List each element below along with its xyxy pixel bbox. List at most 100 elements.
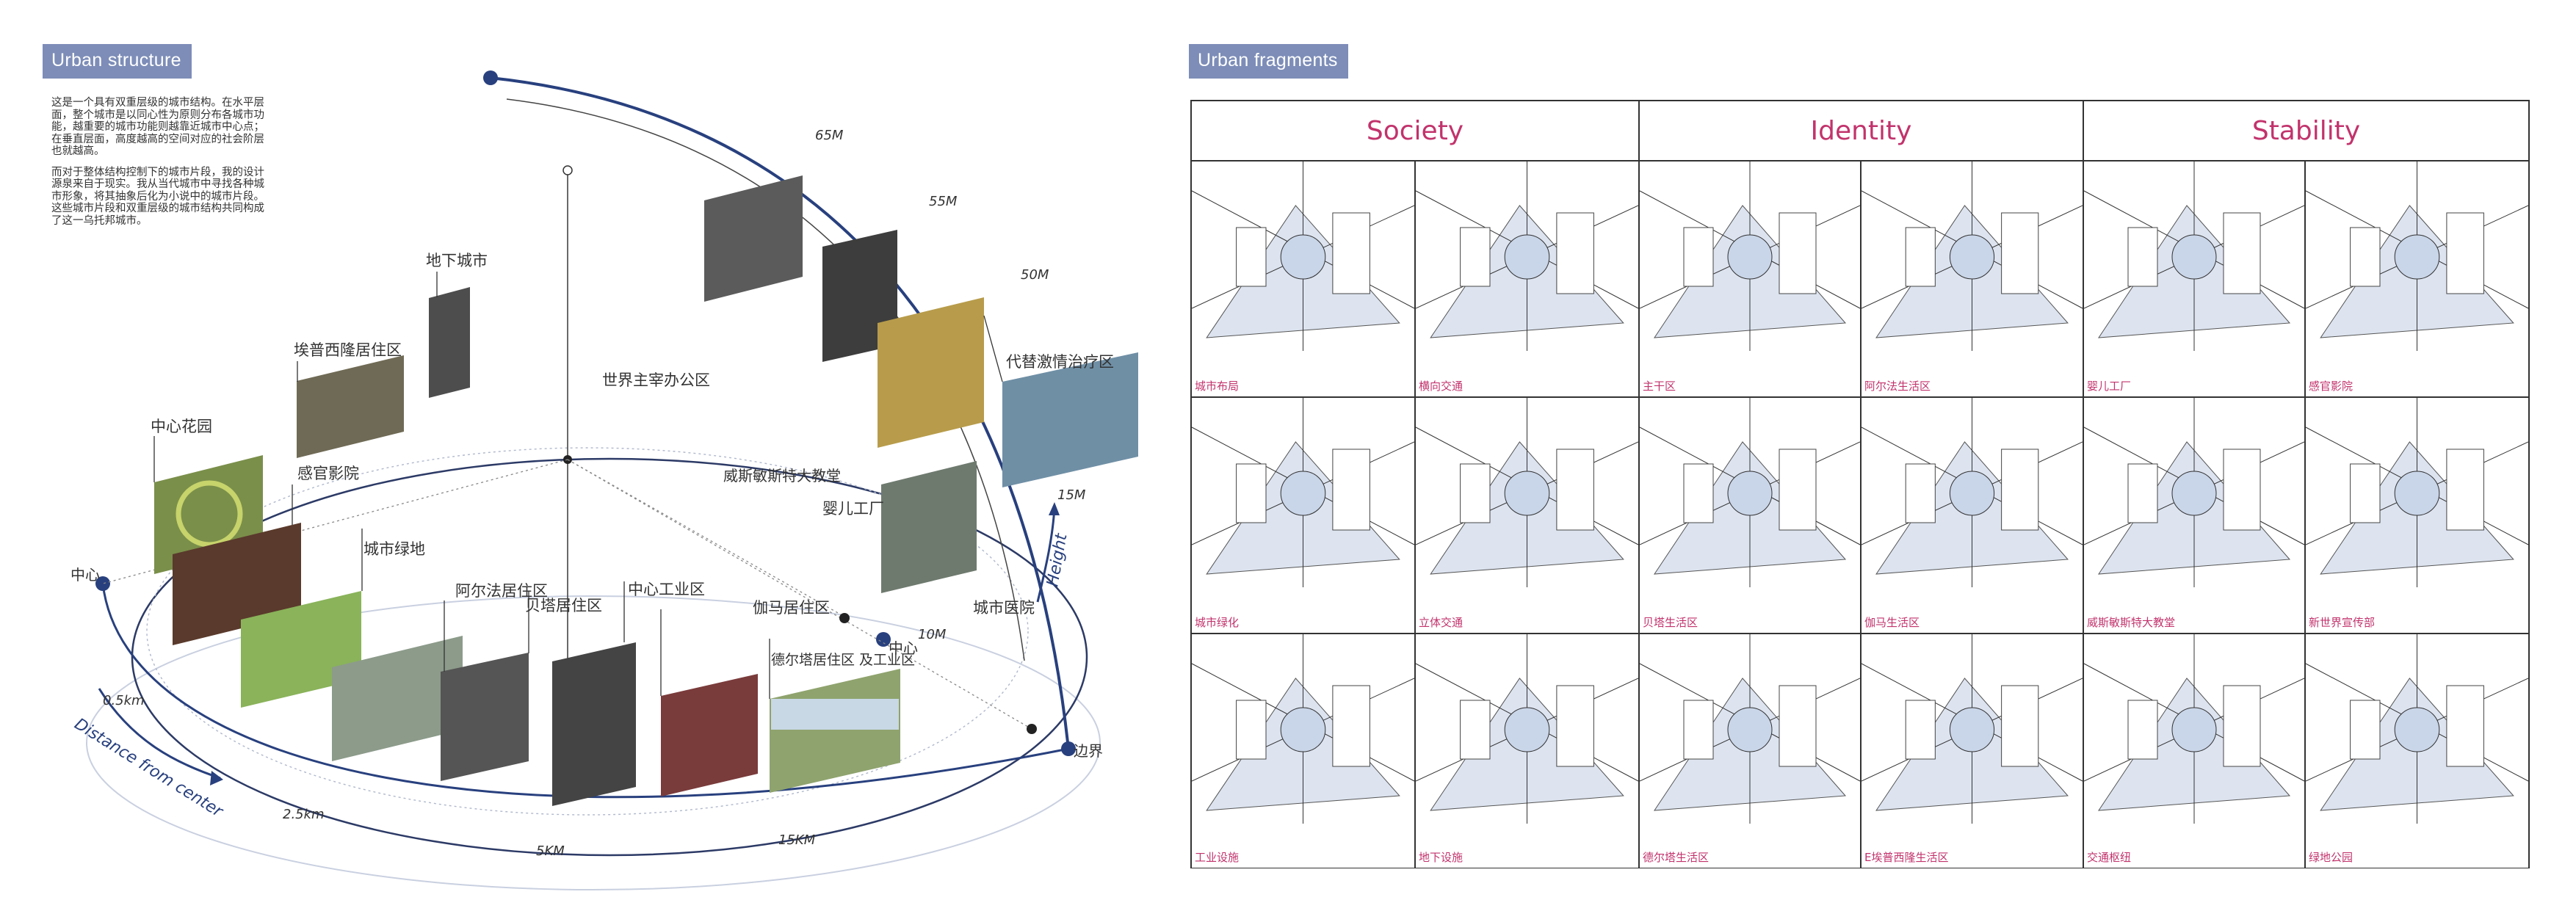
urban-fragments-tag: Urban fragments bbox=[1189, 44, 1348, 79]
fragment-cell: 城市布局 bbox=[1192, 160, 1416, 396]
label-underground-city: 地下城市 bbox=[426, 252, 488, 269]
center-label-2: 中心 bbox=[889, 639, 918, 657]
fragment-cell: 交通枢纽 bbox=[2084, 633, 2306, 868]
mid-node bbox=[839, 613, 850, 623]
fragment-sketch bbox=[1640, 634, 1860, 824]
ground-ring-outer bbox=[131, 457, 1088, 857]
fragment-caption: 地下设施 bbox=[1419, 851, 1464, 864]
column-header-stability: Stability bbox=[2251, 115, 2361, 146]
photo-alpha bbox=[332, 636, 463, 761]
photo-panels bbox=[154, 175, 1138, 806]
fragment-caption: 伽马生活区 bbox=[1864, 616, 1920, 629]
fragments-grid: Society Identity Stability 城市布局 横向交通 主干区 bbox=[1190, 100, 2530, 868]
fragment-caption: 横向交通 bbox=[1419, 380, 1464, 393]
fragment-sketch bbox=[1640, 398, 1860, 587]
fragment-caption: 交通枢纽 bbox=[2087, 851, 2132, 864]
fragment-sketch bbox=[1862, 634, 2083, 824]
photo-delta-sky bbox=[771, 699, 899, 730]
intro-paragraph-2: 而对于整体结构控制下的城市片段，我的设计源泉来自于现实。我从当代城市中寻找各种城… bbox=[51, 166, 264, 227]
fragment-caption: 主干区 bbox=[1643, 380, 1676, 393]
fragment-cell: 伽马生活区 bbox=[1862, 396, 2084, 633]
label-gamma: 伽马居住区 bbox=[753, 599, 830, 617]
label-central-industry: 中心工业区 bbox=[628, 581, 705, 598]
fragment-cell: 感官影院 bbox=[2306, 160, 2528, 396]
outer-ring bbox=[86, 595, 1101, 890]
label-infant-factory: 婴儿工厂 bbox=[822, 500, 884, 518]
urban-structure-tag: Urban structure bbox=[43, 44, 192, 79]
fragment-cell: 威斯敏斯特大教堂 bbox=[2084, 396, 2306, 633]
fragment-sketch bbox=[2084, 161, 2304, 351]
fragment-caption: E埃普西隆生活区 bbox=[1864, 851, 1949, 864]
fragment-sketch bbox=[1640, 161, 1860, 351]
fragment-cell: 城市绿化 bbox=[1192, 396, 1416, 633]
fragment-cell: 贝塔生活区 bbox=[1640, 396, 1862, 633]
photo-infant-factory bbox=[881, 461, 977, 593]
boundary-label: 边界 bbox=[1074, 742, 1103, 760]
center-label: 中心 bbox=[70, 566, 100, 584]
photo-urban-green bbox=[241, 591, 361, 708]
scale-2-5km: 2.5km bbox=[283, 807, 325, 822]
fragment-caption: 城市布局 bbox=[1195, 380, 1240, 393]
label-sensory-cinema: 感官影院 bbox=[297, 465, 359, 482]
fragment-sketch bbox=[1192, 161, 1414, 351]
label-delta: 德尔塔居住区 及工业区 bbox=[771, 652, 915, 668]
center-node-2 bbox=[876, 632, 891, 647]
column-header-identity: Identity bbox=[1640, 101, 2084, 160]
scale-50m: 50M bbox=[1021, 267, 1049, 283]
dotted-axis-2 bbox=[567, 459, 1032, 730]
fragment-cell: 德尔塔生活区 bbox=[1640, 633, 1862, 868]
fragment-sketch bbox=[1416, 634, 1638, 824]
scale-15km: 15KM bbox=[778, 832, 816, 848]
photo-garden-ring bbox=[176, 480, 243, 548]
fragment-caption: 感官影院 bbox=[2309, 380, 2354, 393]
height-label: Height bbox=[1043, 531, 1071, 588]
height-arrow bbox=[1036, 506, 1056, 603]
scale-5km: 5KM bbox=[536, 843, 565, 859]
fragment-sketch bbox=[2084, 398, 2304, 587]
scale-10m: 10M bbox=[918, 627, 947, 642]
ground-ring-inner bbox=[146, 447, 1029, 816]
fragment-caption: 婴儿工厂 bbox=[2087, 380, 2132, 393]
fragment-caption: 贝塔生活区 bbox=[1643, 616, 1698, 629]
fragment-cell: 主干区 bbox=[1640, 160, 1862, 396]
fragment-sketch bbox=[2084, 634, 2304, 824]
fragment-cell: 婴儿工厂 bbox=[2084, 160, 2306, 396]
fragment-sketch bbox=[2306, 161, 2528, 351]
label-urban-green: 城市绿地 bbox=[363, 540, 425, 558]
label-central-garden: 中心花园 bbox=[151, 418, 212, 435]
column-header-society: Society bbox=[1192, 101, 1640, 160]
fragment-caption: 德尔塔生活区 bbox=[1643, 851, 1710, 864]
fragment-caption: 阿尔法生活区 bbox=[1864, 380, 1931, 393]
arc-top-node bbox=[483, 70, 498, 85]
pole-top bbox=[562, 165, 573, 175]
fragment-caption: 新世界宣传部 bbox=[2309, 616, 2376, 629]
fragment-caption: 立体交通 bbox=[1419, 616, 1464, 629]
label-surrogate: 代替激情治疗区 bbox=[1006, 353, 1114, 371]
fragment-cell: 新世界宣传部 bbox=[2306, 396, 2528, 633]
fragment-sketch bbox=[1192, 398, 1414, 587]
fragment-cell: E埃普西隆生活区 bbox=[1862, 633, 2084, 868]
photo-gamma bbox=[661, 674, 758, 796]
photo-world-controller bbox=[704, 175, 803, 302]
fragment-cell: 绿地公园 bbox=[2306, 633, 2528, 868]
photo-delta bbox=[770, 669, 900, 793]
fragment-sketch bbox=[2306, 634, 2528, 824]
fragment-caption: 城市绿化 bbox=[1195, 616, 1240, 629]
scale-15m: 15M bbox=[1057, 487, 1086, 503]
label-epsilon: 埃普西隆居住区 bbox=[294, 341, 402, 359]
label-hospital: 城市医院 bbox=[973, 599, 1035, 617]
fragment-cell: 地下设施 bbox=[1416, 633, 1640, 868]
fragment-sketch bbox=[1862, 398, 2083, 587]
distance-arrow bbox=[98, 688, 221, 780]
fragment-caption: 威斯敏斯特大教堂 bbox=[2087, 616, 2176, 629]
dotted-axis-3 bbox=[567, 459, 845, 617]
photo-epsilon bbox=[297, 355, 404, 458]
distance-arc bbox=[101, 583, 1069, 799]
scale-55m: 55M bbox=[929, 194, 958, 209]
label-beta: 贝塔居住区 bbox=[525, 597, 602, 614]
urban-structure-diagram: 地下城市 埃普西隆居住区 中心花园 感官影院 城市绿地 阿尔法居住区 贝塔居住区… bbox=[70, 70, 1138, 890]
photo-underground-city bbox=[429, 287, 470, 398]
fragment-sketch bbox=[1192, 634, 1414, 824]
photo-westminster-b bbox=[878, 297, 984, 448]
fragment-cell: 立体交通 bbox=[1416, 396, 1640, 633]
